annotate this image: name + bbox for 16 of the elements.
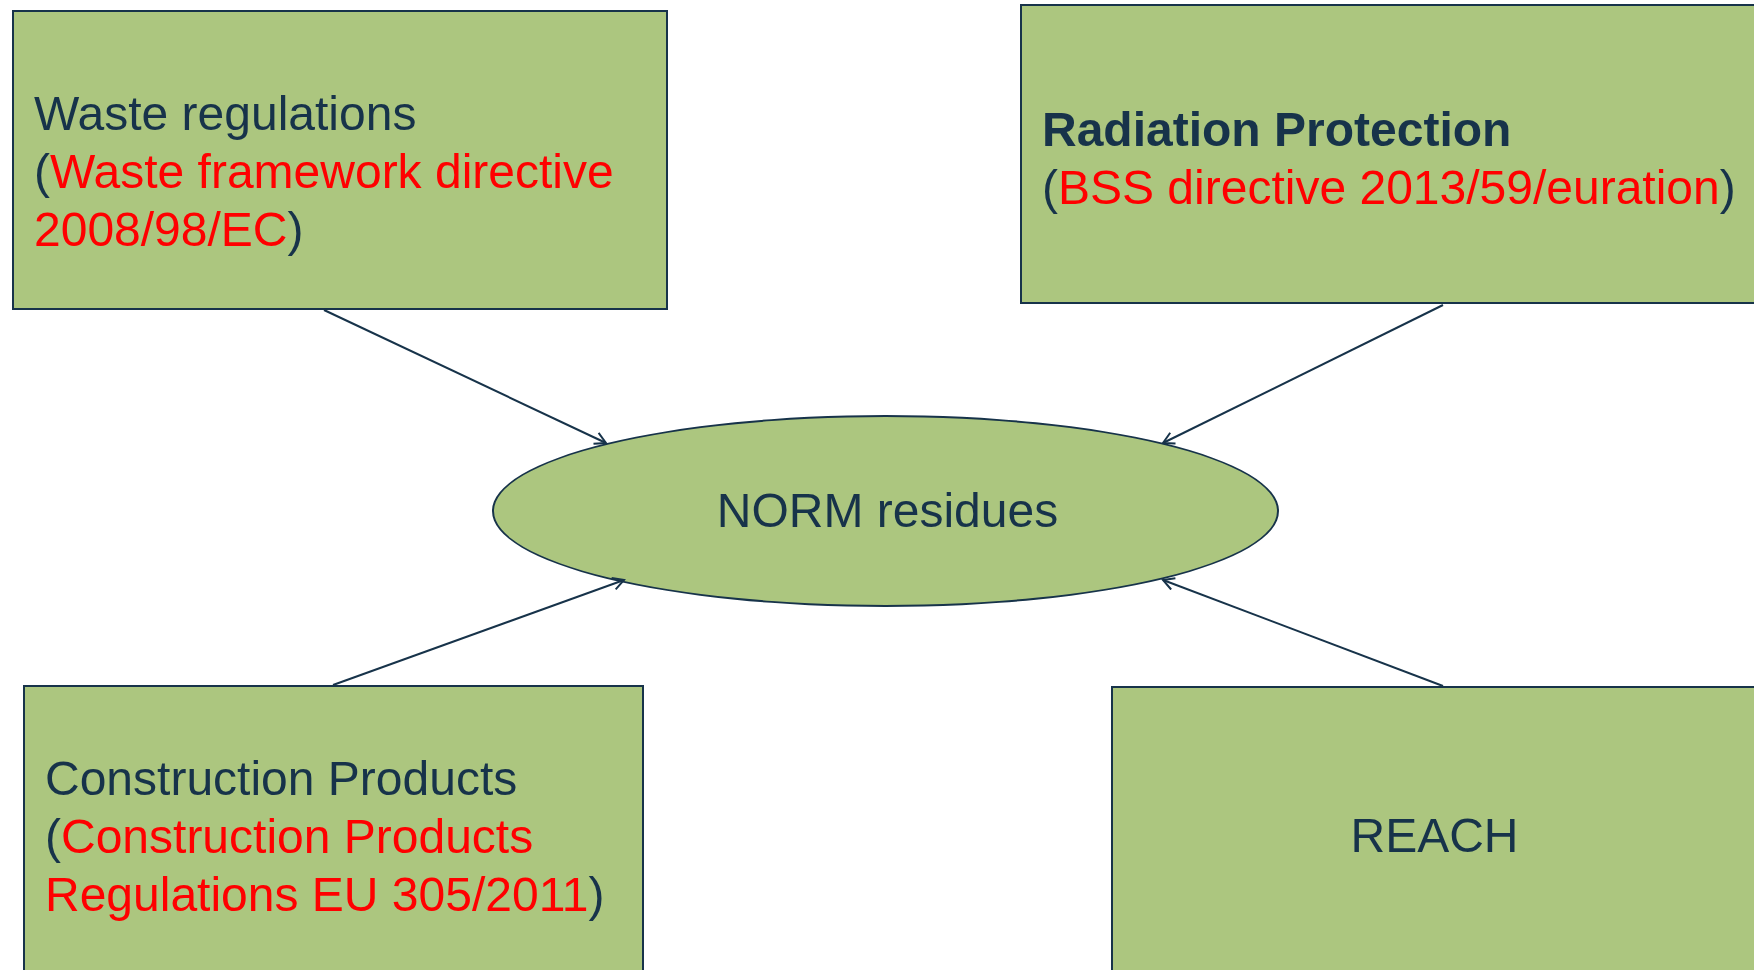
node-title: Construction Products bbox=[45, 751, 519, 807]
regulation-reference: (Waste framework directive 2008/98/EC) bbox=[34, 144, 615, 258]
regulation-box bbox=[23, 685, 644, 970]
node-title: REACH bbox=[1350, 808, 1519, 864]
heading: Radiation Protection bbox=[1042, 102, 1513, 158]
arrow bbox=[332, 577, 625, 686]
node-title: Waste regulations bbox=[34, 86, 418, 142]
arrow bbox=[323, 309, 607, 445]
arrow bbox=[1162, 304, 1444, 445]
node-title: NORM residues bbox=[716, 483, 1059, 539]
regulation-reference: (Construction Products Regulations EU 305/2011) bbox=[45, 809, 606, 923]
regulation-box bbox=[12, 10, 668, 310]
regulation-box bbox=[1020, 4, 1754, 304]
arrow bbox=[1162, 577, 1444, 687]
regulation-box bbox=[1111, 686, 1754, 970]
regulation-reference: (BSS directive 2013/59/euration) bbox=[1042, 160, 1737, 216]
